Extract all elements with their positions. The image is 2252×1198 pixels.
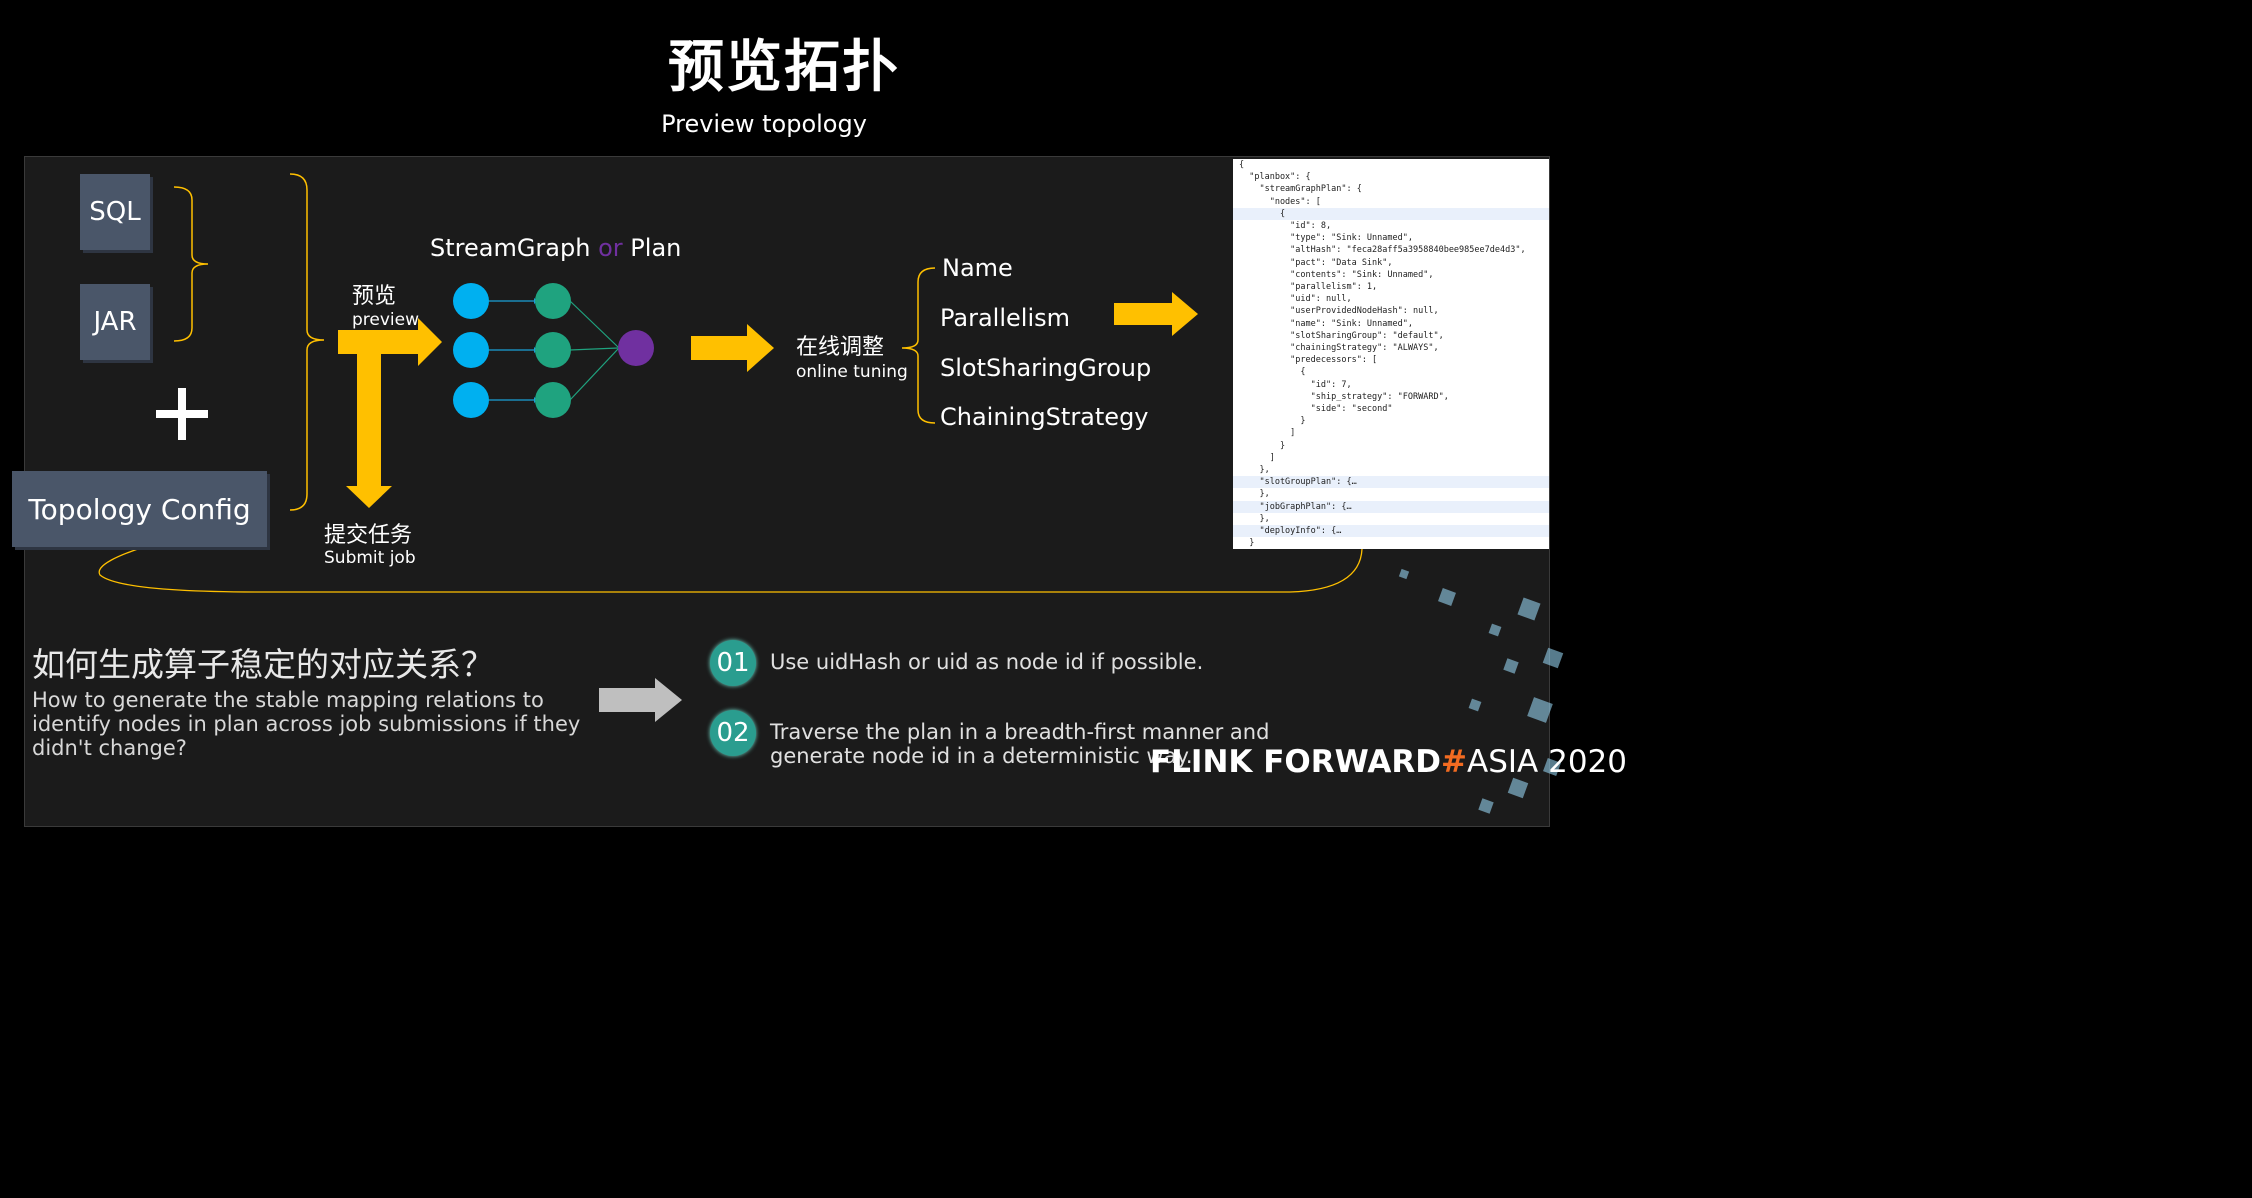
json-line: "jobGraphPlan": {…: [1233, 500, 1549, 513]
json-line: "chainingStrategy": "ALWAYS",: [1239, 343, 1439, 354]
topology-config-box: Topology Config: [12, 471, 267, 547]
preview-arrow: [338, 318, 442, 366]
submit-arrow: [346, 348, 392, 508]
param-parallelism: Parallelism: [940, 304, 1070, 332]
param-chaining-strategy: ChainingStrategy: [940, 403, 1149, 431]
json-line: }: [1239, 538, 1255, 549]
json-plan-viewer: { "planbox": { "streamGraphPlan": { "nod…: [1233, 159, 1549, 549]
json-line: },: [1239, 489, 1270, 500]
json-line: "streamGraphPlan": {: [1239, 184, 1362, 195]
tuning-label-zh: 在线调整: [796, 335, 885, 360]
inputs-bracket: [289, 173, 325, 511]
json-line: "deployInfo": {…: [1233, 525, 1549, 538]
page-title: 预览拓扑: [668, 35, 900, 100]
graph-node-mid-3: [535, 382, 571, 418]
json-line: "planbox": {: [1239, 172, 1311, 183]
brand-forward: FORWARD: [1263, 744, 1442, 780]
json-line: "contents": "Sink: Unnamed",: [1239, 269, 1434, 280]
diagram-canvas: [98, 173, 1564, 814]
json-line: "uid": null,: [1239, 294, 1352, 305]
graph-edges-merge: [569, 300, 619, 401]
graph-title-streamgraph: StreamGraph: [430, 234, 591, 262]
plus-sign: [156, 388, 208, 440]
graph-node-source-2: [453, 332, 489, 368]
jar-input-box: JAR: [80, 284, 150, 360]
sql-input-box: SQL: [80, 174, 150, 250]
question-zh: 如何生成算子稳定的对应关系？: [32, 645, 494, 684]
feedback-curve: [98, 541, 1363, 593]
json-line: ]: [1239, 428, 1296, 439]
topology-config-label: Topology Config: [28, 492, 251, 526]
json-line: }: [1239, 440, 1286, 451]
jar-label: JAR: [93, 307, 137, 337]
flink-forward-logo: FLINK FORWARD#ASIA 2020: [1150, 744, 1627, 780]
sql-label: SQL: [89, 197, 141, 227]
question-arrow: [599, 678, 682, 722]
json-line: "slotGroupPlan": {…: [1233, 476, 1549, 489]
json-line: "nodes": [: [1239, 196, 1321, 207]
json-line: {: [1239, 367, 1306, 378]
json-line: {: [1239, 160, 1245, 170]
json-line: "ship_strategy": "FORWARD",: [1239, 391, 1449, 402]
json-line: "side": "second": [1239, 404, 1393, 415]
json-line: "altHash": "feca28aff5a3958840bee985ee7d…: [1239, 245, 1526, 256]
graph-title-plan: Plan: [630, 234, 682, 262]
tuning-arrow: [691, 324, 774, 372]
json-line: "id": 7,: [1239, 379, 1352, 390]
graph-node-source-1: [453, 283, 489, 319]
json-line: {: [1233, 207, 1549, 221]
json-line: }: [1239, 416, 1306, 427]
graph-node-mid-1: [535, 283, 571, 319]
submit-label-zh: 提交任务: [324, 523, 413, 548]
json-line: "predecessors": [: [1239, 355, 1378, 366]
param-name: Name: [942, 254, 1013, 282]
brand-asia: ASIA 2020: [1467, 744, 1627, 780]
tuning-label-en: online tuning: [796, 362, 908, 382]
json-line: "userProvidedNodeHash": null,: [1239, 306, 1439, 317]
page-subtitle: Preview topology: [661, 110, 867, 138]
answer-1-text: Use uidHash or uid as node id if possibl…: [770, 650, 1204, 674]
decorative-light-squares: [1398, 568, 1564, 814]
graph-node-source-3: [453, 382, 489, 418]
question-en: How to generate the stable mapping relat…: [32, 688, 581, 760]
json-line: "type": "Sink: Unnamed",: [1239, 233, 1413, 244]
json-line: "pact": "Data Sink",: [1239, 257, 1393, 268]
graph-node-sink: [618, 330, 654, 366]
sql-jar-bracket: [173, 186, 209, 342]
json-line: },: [1239, 513, 1270, 524]
brand-hash: #: [1441, 744, 1468, 780]
graph-title: StreamGraph or Plan: [430, 236, 681, 260]
json-line: },: [1239, 465, 1270, 476]
submit-label-en: Submit job: [324, 548, 416, 568]
json-line: "parallelism": 1,: [1239, 282, 1378, 293]
json-line: "id": 8,: [1239, 221, 1332, 232]
param-slot-sharing-group: SlotSharingGroup: [940, 354, 1152, 382]
answer-1-badge: 01: [710, 640, 756, 686]
json-arrow: [1114, 292, 1198, 336]
answer-2-badge: 02: [710, 710, 756, 756]
graph-node-mid-2: [535, 332, 571, 368]
answer-2-text: Traverse the plan in a breadth-first man…: [770, 720, 1270, 768]
brand-flink: FLINK: [1150, 744, 1253, 780]
graph-title-or: or: [598, 234, 623, 262]
preview-label-en: preview: [352, 310, 420, 330]
graph-edges: [488, 300, 534, 401]
json-line: "slotSharingGroup": "default",: [1239, 330, 1444, 341]
params-bracket: [901, 267, 936, 424]
json-line: "name": "Sink: Unnamed",: [1239, 318, 1413, 329]
preview-label-zh: 预览: [352, 284, 397, 309]
json-line: ]: [1239, 452, 1275, 463]
